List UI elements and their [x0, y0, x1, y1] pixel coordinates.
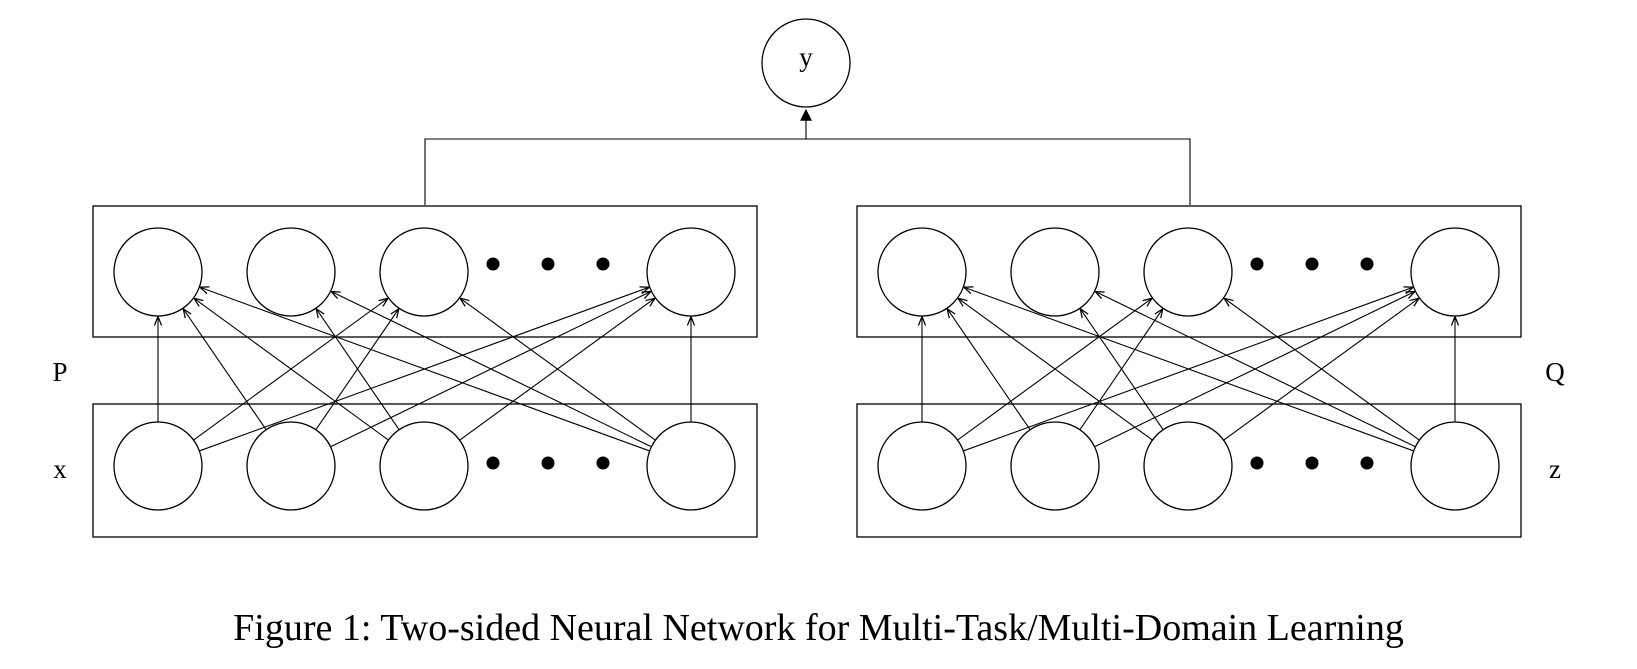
right-edge-3-to-1 [1095, 292, 1416, 448]
left-hidden-node-4 [646, 227, 736, 317]
right-input-node-2 [1010, 421, 1100, 511]
right-input-node-3 [1143, 421, 1233, 511]
right-input-layer-box [856, 403, 1522, 538]
left-input-node-3 [379, 421, 469, 511]
right-hidden-ellipsis-dot [1360, 257, 1374, 271]
right-input-ellipsis-dot [1250, 456, 1264, 470]
left-hidden-node-3 [379, 227, 469, 317]
left-input-label: x [53, 454, 67, 484]
right-hidden-ellipsis-dot [1305, 257, 1319, 271]
left-layer-label: P [52, 357, 67, 387]
right-edge-2-to-1 [1080, 309, 1164, 431]
left-input-layer-box [92, 403, 758, 538]
right-edge-3-to-0 [964, 287, 1414, 452]
right-edge-2-to-0 [958, 299, 1153, 441]
right-hidden-node-3 [1143, 227, 1233, 317]
right-connection-edges [922, 287, 1455, 452]
left-input-ellipsis-dot [541, 456, 555, 470]
left-input-ellipsis-dot [486, 456, 500, 470]
left-input-node-2 [246, 421, 336, 511]
left-hidden-ellipsis-dot [541, 257, 555, 271]
left-edge-3-to-2 [460, 298, 656, 441]
output-node: y [761, 18, 851, 108]
figure-caption: Figure 1: Two-sided Neural Network for M… [233, 607, 1404, 649]
right-hidden-node-4 [1410, 227, 1500, 317]
left-edge-3-to-0 [200, 287, 650, 452]
left-connection-edges [158, 287, 691, 452]
left-edge-2-to-1 [316, 309, 400, 431]
left-hidden-ellipsis-dot [486, 257, 500, 271]
left-hidden-node-2 [246, 227, 336, 317]
right-hidden-node-1 [877, 227, 967, 317]
left-input-ellipsis-dot [596, 456, 610, 470]
right-edge-3-to-2 [1224, 298, 1420, 441]
left-input-node-1 [113, 421, 203, 511]
output-node-label: y [799, 42, 813, 72]
network-nodes [113, 227, 1500, 511]
right-layer-label: Q [1545, 357, 1565, 387]
right-edge-1-to-0 [947, 309, 1031, 431]
right-hidden-ellipsis-dot [1250, 257, 1264, 271]
left-edge-1-to-0 [183, 309, 267, 431]
left-edge-2-to-0 [194, 299, 389, 441]
right-input-node-1 [877, 421, 967, 511]
merge-connector [424, 108, 1191, 205]
left-hidden-ellipsis-dot [596, 257, 610, 271]
right-input-node-4 [1410, 421, 1500, 511]
left-hidden-node-1 [113, 227, 203, 317]
right-hidden-node-2 [1010, 227, 1100, 317]
right-input-label: z [1549, 454, 1561, 484]
left-input-node-4 [646, 421, 736, 511]
left-edge-3-to-1 [331, 292, 652, 448]
right-input-ellipsis-dot [1360, 456, 1374, 470]
right-input-ellipsis-dot [1305, 456, 1319, 470]
